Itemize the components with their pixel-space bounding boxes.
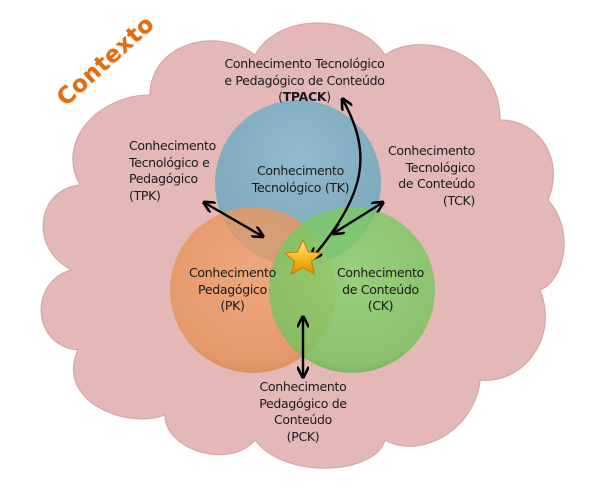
tpack-abbr: TPACK <box>282 89 327 104</box>
label-pk: Conhecimento Pedagógico (PK) <box>189 265 276 313</box>
arrow-tpk <box>205 203 262 236</box>
label-tk: Conhecimento Tecnológico (TK) <box>251 163 350 195</box>
label-tpack: Conhecimento Tecnológico e Pedagógico de… <box>224 56 385 104</box>
label-ck: Conhecimento de Conteúdo (CK) <box>337 265 424 313</box>
arrow-tpack <box>312 100 362 258</box>
label-tpk: Conhecimento Tecnológico e Pedagógico (T… <box>129 138 216 203</box>
label-pck: Conhecimento Pedagógico de Conteúdo (PCK… <box>259 379 347 444</box>
star-icon <box>283 238 323 276</box>
label-tck: Conhecimento Tecnológico de Conteúdo (TC… <box>388 143 475 208</box>
